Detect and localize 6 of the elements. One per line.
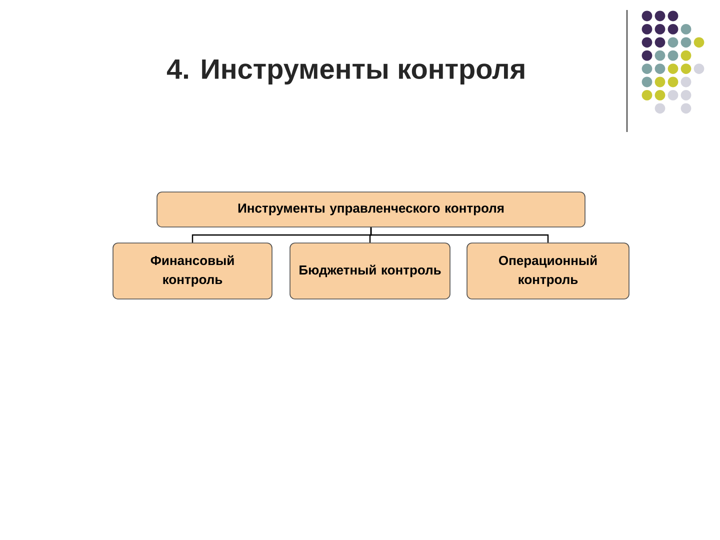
connector-line <box>370 227 549 243</box>
process-box: Бюджетный контроль <box>290 242 450 300</box>
process-box: Операционный контроль <box>466 242 630 300</box>
process-box: Финансовый контроль <box>112 242 272 300</box>
title: 4. Инструменты контроля <box>166 59 524 85</box>
process-box: Инструменты управленческого контроля <box>156 192 586 228</box>
